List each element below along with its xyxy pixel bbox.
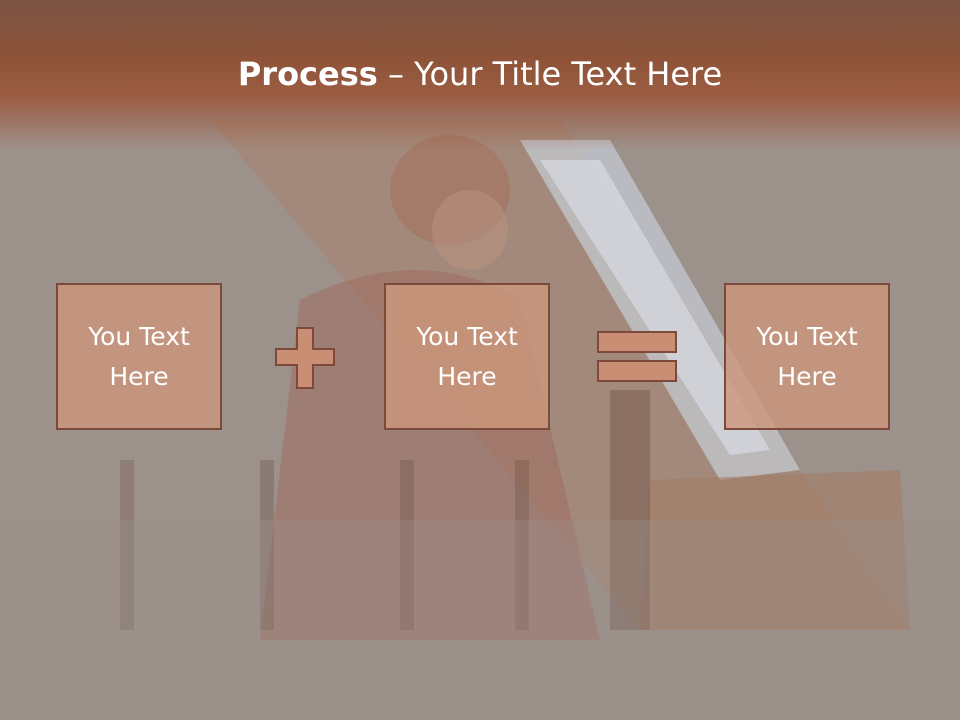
process-box-label: You Text Here [756,321,858,391]
title-bold: Process [237,55,378,93]
process-box-3[interactable]: You Text Here [724,283,890,430]
slide-title: Process – Your Title Text Here [0,52,960,96]
title-rest: Your Title Text Here [414,55,723,93]
process-box-label: You Text Here [88,321,190,391]
process-box-1[interactable]: You Text Here [56,283,222,430]
plus-icon [275,327,335,389]
process-box-label: You Text Here [416,321,518,391]
equals-icon [597,331,677,383]
process-box-2[interactable]: You Text Here [384,283,550,430]
title-separator: – [377,55,415,93]
title-band [0,0,960,150]
